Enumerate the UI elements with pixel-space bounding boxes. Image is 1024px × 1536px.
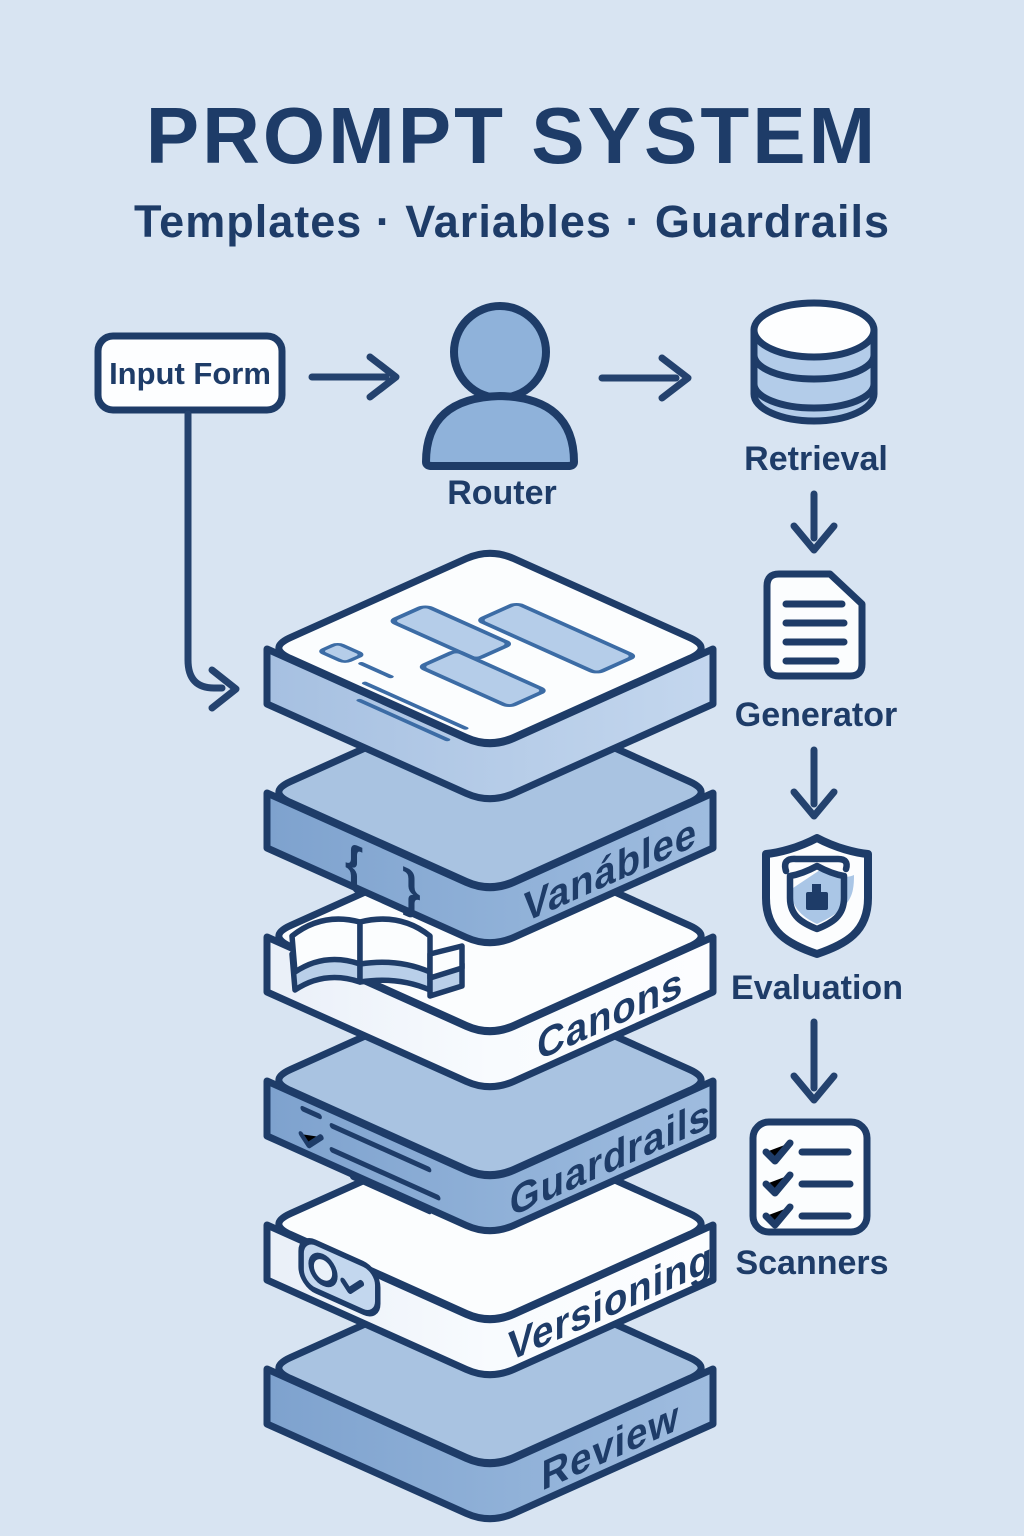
stack-layer-template-form [267, 553, 713, 798]
arrow-retrieval-to-generator [790, 490, 838, 554]
router-label: Router [447, 474, 557, 512]
retrieval-label: Retrieval [744, 440, 888, 478]
generator-label: Generator [735, 696, 898, 734]
scanners-label: Scanners [735, 1244, 888, 1282]
page-subtitle: Templates · Variables · Guardrails [134, 196, 890, 247]
lock-glyph [806, 892, 828, 910]
arrow-evaluation-to-scanners [790, 1018, 838, 1104]
version-tag-icon [298, 1238, 381, 1317]
arrow-router-to-retrieval [598, 354, 692, 402]
arrow-input-to-router [308, 353, 400, 401]
evaluation-label: Evaluation [731, 969, 903, 1007]
form-badge-glyph [319, 643, 364, 663]
database-icon [750, 299, 878, 425]
arrow-generator-to-evaluation [790, 746, 838, 820]
document-icon [763, 570, 866, 680]
template-form-icon [319, 603, 636, 742]
input-form-box [94, 332, 286, 414]
checklist-icon [749, 1118, 871, 1236]
book-icon [289, 916, 465, 999]
person-icon [422, 302, 578, 470]
layer-stack: Review Versioning [267, 553, 713, 1518]
input-form-label: Input Form [109, 356, 271, 391]
rule-lines-icon [298, 1105, 441, 1215]
page-title: PROMPT SYSTEM [146, 91, 878, 180]
input-form-node: Input Form [94, 332, 286, 414]
elbow-arrow [184, 410, 240, 712]
shield-icon [762, 834, 872, 958]
